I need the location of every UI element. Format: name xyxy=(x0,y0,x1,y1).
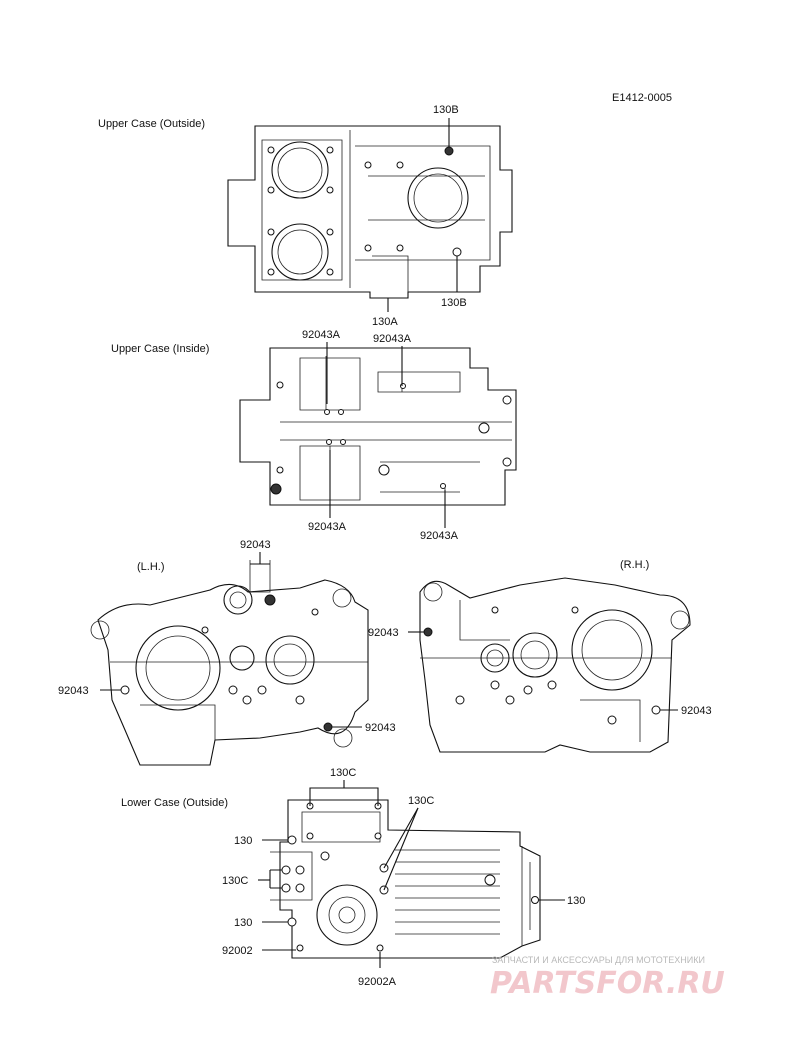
callout-92043a-3: 92043A xyxy=(308,521,347,533)
upper-case-inside-drawing xyxy=(239,347,517,506)
section-title-rh: (R.H.) xyxy=(620,559,649,571)
lh-case-drawing xyxy=(90,560,369,766)
callout-130-right: 130 xyxy=(567,895,585,907)
callout-92043a-4: 92043A xyxy=(420,530,459,542)
lower-case-outside-drawing xyxy=(270,799,541,959)
section-title-upper-outside: Upper Case (Outside) xyxy=(98,118,205,130)
callout-130a: 130A xyxy=(372,316,398,328)
rh-callouts xyxy=(408,631,678,711)
callout-130b-top: 130B xyxy=(433,104,459,116)
callout-92043a-2: 92043A xyxy=(373,333,412,345)
upper-outside-callouts xyxy=(387,118,458,312)
lower-outside-callouts xyxy=(258,780,565,968)
callout-92043-lh-top: 92043 xyxy=(240,539,271,551)
rh-case-drawing xyxy=(419,577,691,753)
callout-92043-rh-right: 92043 xyxy=(681,705,712,717)
section-title-lh: (L.H.) xyxy=(137,561,165,573)
watermark-tagline: ЗАПЧАСТИ И АКСЕССУАРЫ ДЛЯ МОТОТЕХНИКИ xyxy=(492,955,705,965)
callout-92043a-1: 92043A xyxy=(302,329,341,341)
callout-130c-top: 130C xyxy=(330,767,356,779)
upper-inside-callouts xyxy=(326,342,446,528)
callout-130c-left: 130C xyxy=(222,875,248,887)
callout-92002a: 92002A xyxy=(358,976,397,988)
callout-130-2: 130 xyxy=(234,917,252,929)
callout-130c-right: 130C xyxy=(408,795,434,807)
callout-130-1: 130 xyxy=(234,835,252,847)
callout-92043-lh-left: 92043 xyxy=(58,685,89,697)
section-title-lower-outside: Lower Case (Outside) xyxy=(121,797,228,809)
callout-130b-bottom: 130B xyxy=(441,297,467,309)
watermark-brand: PARTSFOR.RU xyxy=(490,966,725,1001)
upper-case-outside-drawing xyxy=(227,125,513,299)
callout-92002: 92002 xyxy=(222,945,253,957)
callout-92043-rh-left: 92043 xyxy=(368,627,399,639)
callout-92043-lh-right: 92043 xyxy=(365,722,396,734)
lh-callouts xyxy=(100,552,362,728)
section-title-upper-inside: Upper Case (Inside) xyxy=(111,343,209,355)
diagram-code: E1412-0005 xyxy=(612,92,672,104)
